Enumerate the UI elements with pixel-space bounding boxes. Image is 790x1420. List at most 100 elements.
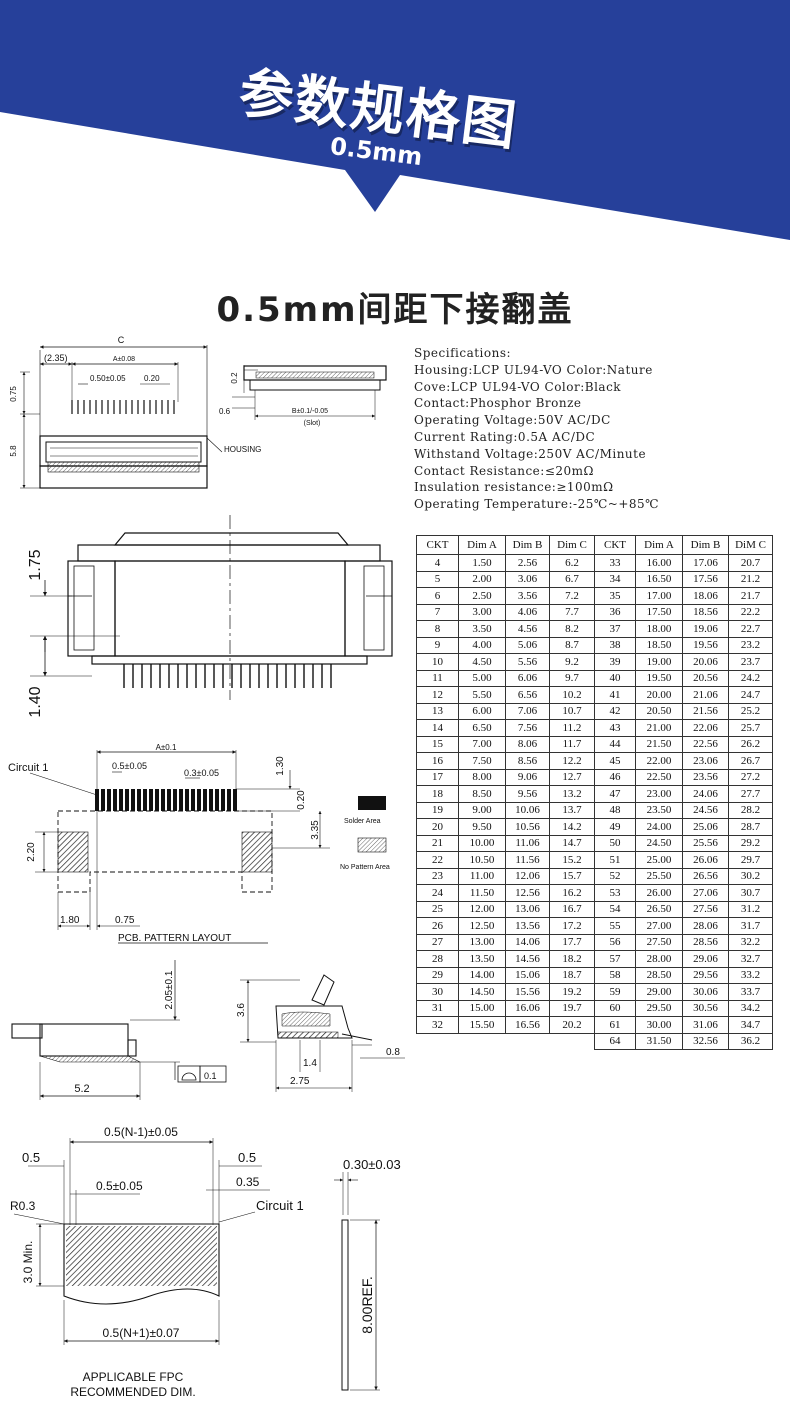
spec-operating-voltage: Operating Voltage:50V AC/DC bbox=[414, 413, 611, 428]
top-dim-a: A±0.08 bbox=[113, 356, 135, 363]
pcb-dim-0-75: 0.75 bbox=[115, 915, 135, 926]
profile-right-drawing bbox=[240, 974, 405, 1092]
table-cell: 30.7 bbox=[728, 884, 773, 902]
table-cell: 5.56 bbox=[505, 653, 550, 671]
spec-cover: Cove:LCP UL94-VO Color:Black bbox=[414, 379, 622, 394]
table-cell: 19.56 bbox=[682, 636, 729, 654]
table-cell: 12.00 bbox=[458, 900, 506, 918]
fpc-drawing bbox=[13, 1138, 380, 1391]
table-cell: 6.56 bbox=[505, 686, 550, 704]
spec-contact: Contact:Phosphor Bronze bbox=[414, 396, 582, 411]
table-cell: 29.56 bbox=[682, 966, 729, 984]
table-cell: 28.7 bbox=[728, 818, 773, 836]
profile-flatness-0-1: 0.1 bbox=[204, 1071, 217, 1081]
pcb-pattern-drawing bbox=[29, 750, 387, 944]
profile-dim-5-2: 5.2 bbox=[74, 1083, 89, 1095]
pcb-dim-0-3: 0.3±0.05 bbox=[184, 768, 219, 778]
table-cell: 10.56 bbox=[505, 818, 550, 836]
front-view-drawing bbox=[30, 515, 393, 700]
fpc-dim-pitch: 0.5±0.05 bbox=[96, 1179, 143, 1193]
table-cell: 33.7 bbox=[728, 983, 773, 1001]
table-cell: 30.56 bbox=[682, 999, 729, 1017]
table-cell: 14.7 bbox=[549, 834, 595, 852]
table-cell: 33.2 bbox=[728, 966, 773, 984]
table-cell: 13.2 bbox=[549, 785, 595, 803]
table-cell: 25.7 bbox=[728, 719, 773, 737]
column-header: Dim C bbox=[549, 535, 595, 555]
table-cell: 13.06 bbox=[505, 900, 550, 918]
table-cell: 14.00 bbox=[458, 966, 506, 984]
fpc-caption-line-2: RECOMMENDED DIM. bbox=[70, 1385, 195, 1399]
top-dim-pitch: 0.50±0.05 bbox=[90, 374, 126, 383]
spec-operating-temperature: Operating Temperature:-25℃~+85℃ bbox=[414, 497, 660, 512]
fpc-radius-0-3: R0.3 bbox=[10, 1199, 36, 1213]
side-dim-0-2: 0.2 bbox=[230, 372, 239, 384]
table-cell: 31.2 bbox=[728, 900, 773, 918]
table-cell: 36.2 bbox=[728, 1032, 773, 1050]
profile-dim-2-05: 2.05±0.1 bbox=[164, 970, 175, 1009]
table-header-row: CKT Dim A Dim B Dim C CKT Dim A Dim B Di… bbox=[416, 535, 773, 555]
table-cell: 20.06 bbox=[682, 653, 729, 671]
profile-dim-1-4: 1.4 bbox=[303, 1058, 317, 1069]
table-cell: 5.50 bbox=[458, 686, 506, 704]
table-cell: 3.06 bbox=[505, 570, 550, 588]
table-cell: 21.2 bbox=[728, 570, 773, 588]
profile-dim-2-75: 2.75 bbox=[290, 1076, 310, 1087]
table-cell: 31.7 bbox=[728, 917, 773, 935]
spec-current-rating: Current Rating:0.5A AC/DC bbox=[414, 429, 596, 444]
fpc-caption-line-1: APPLICABLE FPC bbox=[83, 1370, 184, 1384]
table-cell: 14.56 bbox=[505, 950, 550, 968]
legend-solder-area: Solder Area bbox=[344, 818, 381, 825]
top-dim-0-75: 0.75 bbox=[9, 386, 18, 402]
fpc-dim-pitch-bottom: 0.5(N+1)±0.07 bbox=[103, 1326, 180, 1340]
pcb-dim-3-35: 3.35 bbox=[310, 820, 321, 840]
front-dim-1-40: 1.40 bbox=[27, 686, 44, 717]
pcb-dim-a: A±0.1 bbox=[156, 743, 177, 752]
fpc-dim-left-0-5: 0.5 bbox=[22, 1150, 40, 1165]
table-cell: 32.56 bbox=[682, 1032, 729, 1050]
pcb-dim-1-30: 1.30 bbox=[275, 756, 286, 776]
table-cell: 22.2 bbox=[728, 603, 773, 621]
column-header: Dim B bbox=[505, 535, 550, 555]
table-cell: 17.00 bbox=[635, 587, 683, 605]
profile-left-drawing bbox=[11, 960, 227, 1100]
table-cell: 23.2 bbox=[728, 636, 773, 654]
table-cell: 7.00 bbox=[458, 735, 506, 753]
fpc-dim-0-35: 0.35 bbox=[236, 1175, 260, 1189]
fpc-thickness: 0.30±0.03 bbox=[343, 1157, 401, 1172]
table-cell: 21.00 bbox=[635, 719, 683, 737]
table-cell: 18.7 bbox=[549, 966, 595, 984]
fpc-circuit-1: Circuit 1 bbox=[256, 1198, 304, 1213]
column-header: CKT bbox=[416, 535, 459, 555]
table-cell: 20.2 bbox=[549, 1016, 595, 1034]
banner-background bbox=[0, 0, 790, 240]
pcb-dim-2-20: 2.20 bbox=[26, 842, 37, 862]
table-cell: 28.06 bbox=[682, 917, 729, 935]
table-cell: 16.00 bbox=[635, 554, 683, 572]
table-cell: 11.50 bbox=[458, 884, 506, 902]
fpc-dim-right-0-5: 0.5 bbox=[238, 1150, 256, 1165]
spec-withstand-voltage: Withstand Voltage:250V AC/Minute bbox=[414, 446, 647, 461]
pcb-dim-1-80: 1.80 bbox=[60, 915, 80, 926]
spec-housing: Housing:LCP UL94-VO Color:Nature bbox=[414, 362, 653, 377]
column-header: CKT bbox=[594, 535, 636, 555]
table-cell: 3.00 bbox=[458, 603, 506, 621]
table-cell: 29.2 bbox=[728, 834, 773, 852]
pcb-dim-0-20: 0.20 bbox=[296, 790, 307, 810]
table-cell: 15.00 bbox=[458, 999, 506, 1017]
pcb-circuit-1: Circuit 1 bbox=[8, 762, 48, 774]
column-header: DiM C bbox=[728, 535, 773, 555]
table-cell: 23.00 bbox=[635, 785, 683, 803]
profile-dim-3-6: 3.6 bbox=[236, 1003, 247, 1017]
